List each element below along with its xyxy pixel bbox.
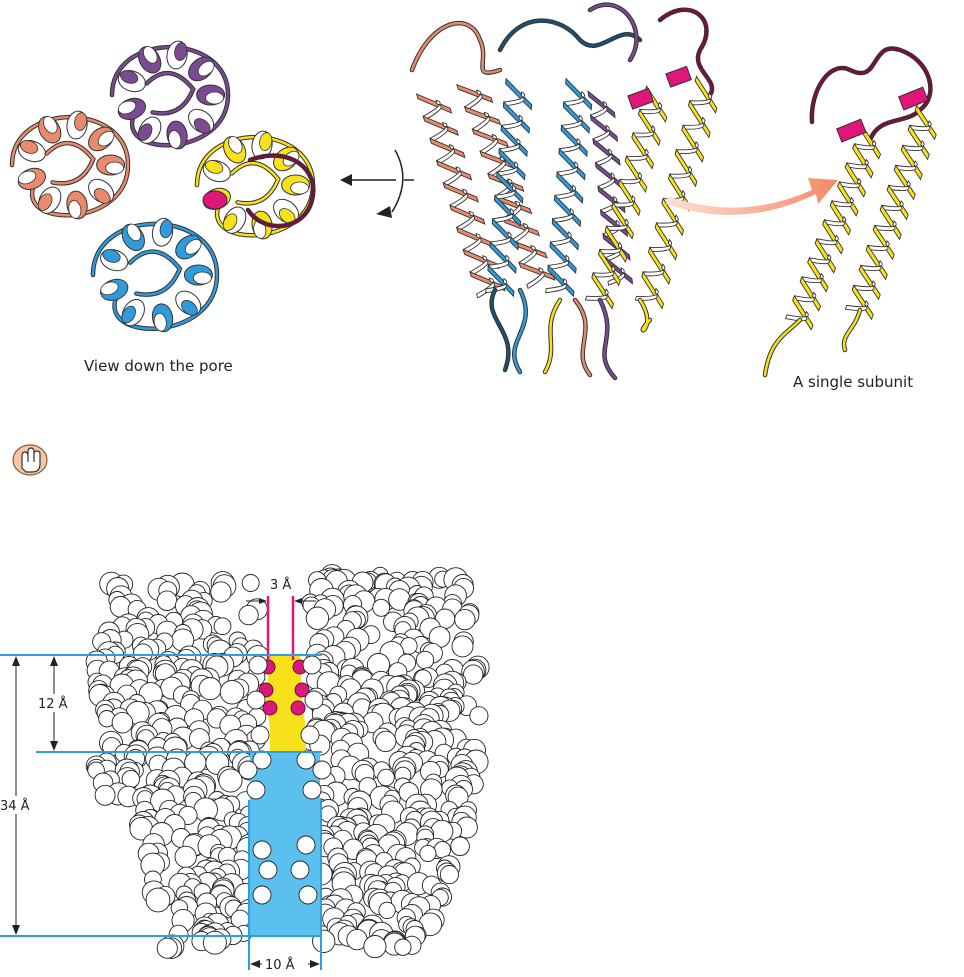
- subunit-salmon-top: [12, 109, 128, 220]
- subunit-extract-arrow: [666, 178, 838, 215]
- channel-side-view: [412, 5, 717, 378]
- single-subunit-label: A single subunit: [793, 373, 913, 391]
- total-depth-label: 34 Å: [0, 798, 30, 814]
- single-subunit-view: [765, 49, 936, 375]
- rotate-arrow-icon: [340, 150, 414, 218]
- width-dimension-label: 10 Å: [265, 957, 295, 973]
- hand-pointer-icon[interactable]: [13, 445, 47, 475]
- subunit-blue-top: [93, 217, 217, 334]
- gap-dimension-label: 3 Å: [270, 577, 291, 593]
- subunit-purple-top: [112, 39, 228, 150]
- space-filling-section: 3 Å 12 Å 34 Å 10 Å: [0, 565, 489, 973]
- pore-top-view: [12, 39, 313, 333]
- upper-depth-label: 12 Å: [38, 696, 68, 712]
- subunit-yellow-top: [197, 129, 313, 240]
- top-view-label: View down the pore: [84, 357, 233, 375]
